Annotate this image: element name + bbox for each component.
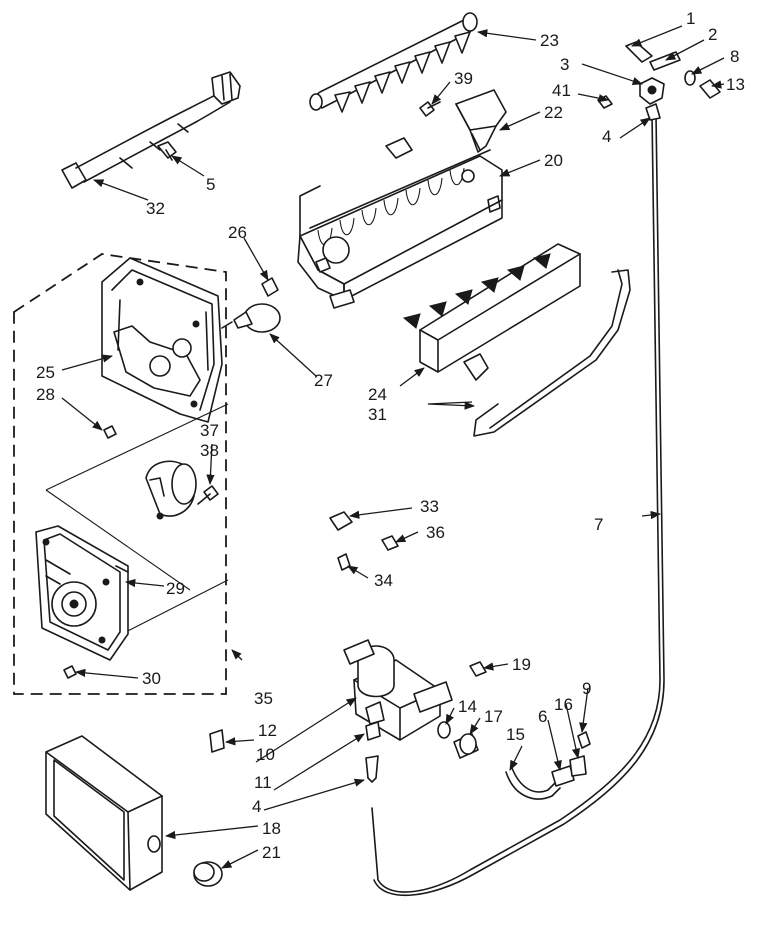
clip-part-26 bbox=[261, 277, 279, 297]
mounting-plate-part-29 bbox=[35, 525, 129, 661]
callout-33: 33 bbox=[420, 497, 439, 516]
callout-25: 25 bbox=[36, 363, 55, 382]
callout-16: 16 bbox=[554, 695, 573, 714]
screw-part-39 bbox=[419, 101, 441, 117]
callout-17: 17 bbox=[484, 707, 503, 726]
callout-22: 22 bbox=[544, 103, 563, 122]
nut-part-8 bbox=[684, 70, 696, 86]
callout-6: 6 bbox=[538, 707, 547, 726]
ejector-blade-part-23 bbox=[309, 12, 478, 113]
callout-29: 29 bbox=[166, 579, 185, 598]
callout-31: 31 bbox=[368, 405, 387, 424]
callout-26: 26 bbox=[228, 223, 247, 242]
callout-11: 11 bbox=[254, 773, 272, 792]
leader-lines bbox=[61, 25, 725, 869]
callout-4-top: 4 bbox=[602, 127, 611, 146]
callout-41: 41 bbox=[552, 81, 571, 100]
callout-30: 30 bbox=[142, 669, 161, 688]
callout-19: 19 bbox=[512, 655, 531, 674]
screw-part-34 bbox=[337, 553, 351, 571]
callout-21: 21 bbox=[262, 843, 281, 862]
washer-part-14 bbox=[437, 721, 451, 739]
knob-part-21 bbox=[193, 861, 223, 887]
callout-4-bottom: 4 bbox=[252, 797, 261, 816]
water-tube-part-7 bbox=[371, 113, 665, 897]
callout-37: 37 bbox=[200, 421, 219, 440]
tube-part-15 bbox=[505, 767, 561, 800]
ice-mold-part-20 bbox=[297, 137, 503, 309]
callout-14: 14 bbox=[458, 697, 477, 716]
callout-18: 18 bbox=[262, 819, 281, 838]
connector-part-3 bbox=[639, 77, 665, 105]
callout-38: 38 bbox=[200, 441, 219, 460]
callout-13: 13 bbox=[726, 75, 745, 94]
callout-5: 5 bbox=[206, 175, 215, 194]
feeler-arm-part-31 bbox=[463, 269, 631, 437]
callout-1: 1 bbox=[686, 9, 695, 28]
water-valve-part-10 bbox=[343, 639, 453, 741]
cover-part-18 bbox=[45, 735, 163, 891]
callout-35: 35 bbox=[254, 689, 273, 708]
callout-3: 3 bbox=[560, 55, 569, 74]
screw-part-30 bbox=[63, 665, 77, 679]
callout-28: 28 bbox=[36, 385, 55, 404]
callout-labels: 1 2 3 8 13 41 4 23 39 22 20 32 5 26 27 2… bbox=[36, 9, 745, 862]
callout-12: 12 bbox=[258, 721, 277, 740]
fitting-part-1 bbox=[625, 41, 653, 63]
control-assembly-enclosure bbox=[13, 253, 227, 695]
ferrule-part-11 bbox=[365, 721, 381, 741]
fitting-part-12 bbox=[209, 729, 225, 753]
wiring-harness-part-32 bbox=[61, 71, 241, 189]
callout-36: 36 bbox=[426, 523, 445, 542]
callout-7: 7 bbox=[594, 515, 603, 534]
screw-part-38 bbox=[197, 485, 219, 505]
fill-cup-part-22 bbox=[455, 89, 507, 153]
shutoff-arm-part-24 bbox=[402, 243, 581, 373]
callout-15: 15 bbox=[506, 725, 525, 744]
callout-27: 27 bbox=[314, 371, 333, 390]
module-cover-part-25 bbox=[101, 257, 223, 423]
callout-10: 10 bbox=[256, 745, 275, 764]
callout-24: 24 bbox=[368, 385, 387, 404]
motor-alignment-line bbox=[45, 403, 229, 641]
screw-part-13 bbox=[699, 79, 721, 99]
motor-part-37 bbox=[145, 460, 197, 520]
screw-part-28 bbox=[103, 425, 117, 439]
callout-20: 20 bbox=[544, 151, 563, 170]
callout-9: 9 bbox=[582, 679, 591, 698]
nut-part-17 bbox=[453, 733, 479, 759]
wire-clip-part-5 bbox=[157, 141, 177, 161]
thermostat-part-27 bbox=[221, 303, 281, 333]
screw-part-36 bbox=[381, 535, 399, 551]
bracket-part-33 bbox=[329, 511, 353, 531]
callout-34: 34 bbox=[374, 571, 393, 590]
callout-23: 23 bbox=[540, 31, 559, 50]
callout-8: 8 bbox=[730, 47, 739, 66]
clamp-part-16 bbox=[569, 755, 587, 777]
grommet-part-4-top bbox=[645, 103, 661, 121]
screw-part-19 bbox=[469, 661, 487, 677]
callout-39: 39 bbox=[454, 69, 473, 88]
grommet-part-4-bottom bbox=[365, 755, 379, 783]
screw-part-9 bbox=[577, 731, 591, 749]
callout-2: 2 bbox=[708, 25, 717, 44]
callout-32: 32 bbox=[146, 199, 165, 218]
